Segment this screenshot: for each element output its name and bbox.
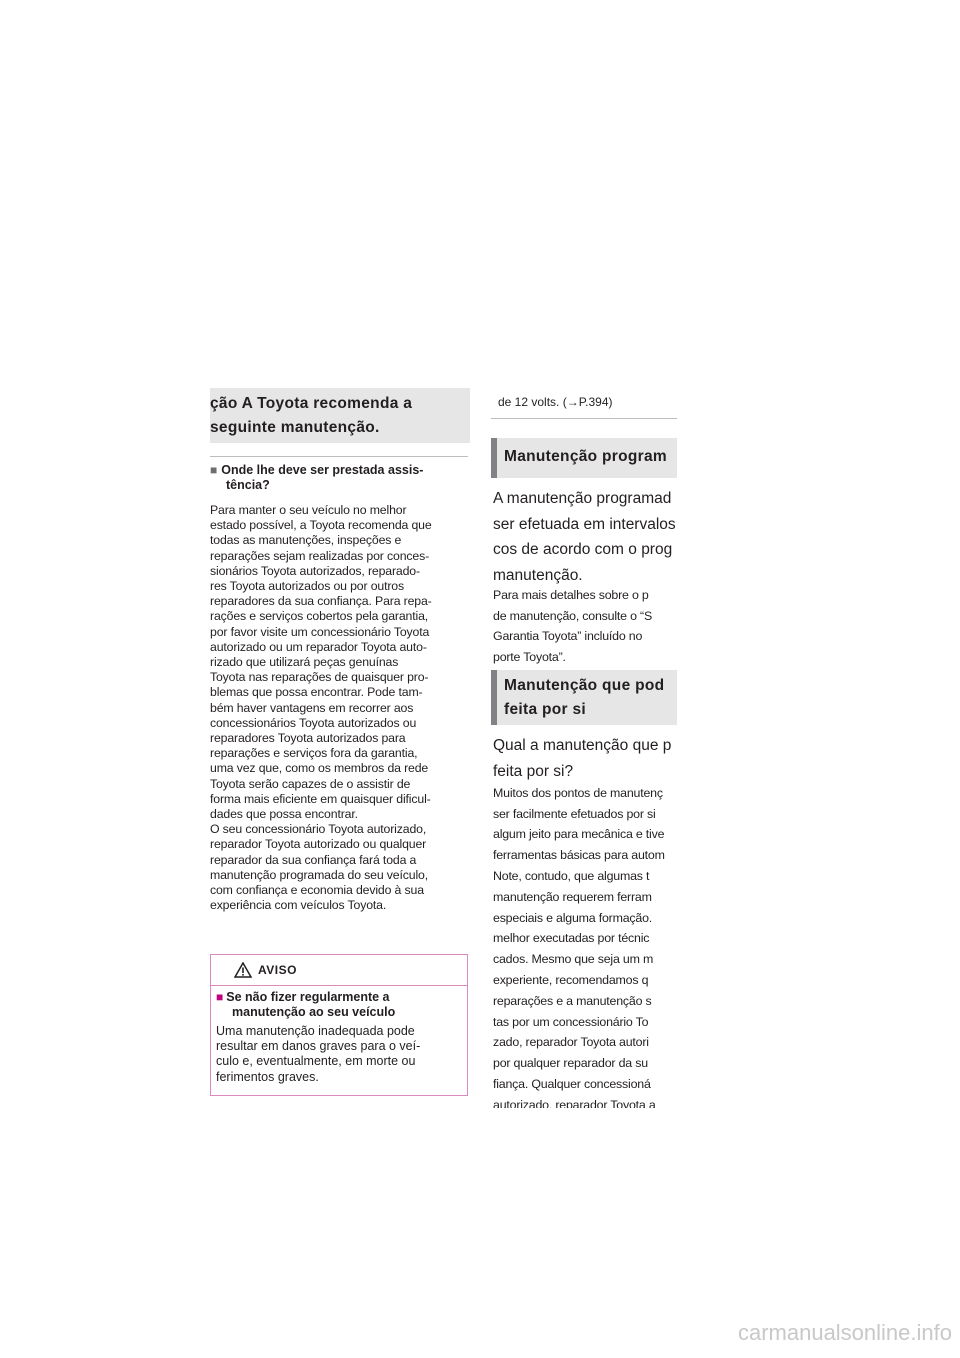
body-line: reparadores da sua confiança. Para repa- bbox=[210, 594, 432, 609]
warning-subheading: ■Se não fizer regularmente a manutenção … bbox=[216, 990, 464, 1020]
square-bullet-icon: ■ bbox=[210, 463, 218, 477]
lead-line: ser efetuada em intervalos bbox=[493, 515, 676, 533]
subheading-line-1: Onde lhe deve ser prestada assis- bbox=[221, 463, 424, 477]
reference-line: de 12 volts. (→P.394) bbox=[491, 388, 677, 419]
subheading-line-2: tência? bbox=[226, 478, 270, 492]
lead-line: A manutenção programad bbox=[493, 490, 672, 507]
detail-line: Para mais detalhes sobre o p bbox=[493, 588, 649, 602]
body-line: reparações sejam realizadas por conces- bbox=[210, 548, 430, 563]
divider bbox=[210, 456, 468, 457]
lead-line: feita por si? bbox=[493, 762, 574, 780]
body-line: Para manter o seu veículo no melhor bbox=[210, 503, 407, 517]
warning-body-line: Uma manutenção inadequada pode bbox=[216, 1024, 415, 1038]
body-line: reparações e serviços fora da garantia, bbox=[210, 746, 418, 761]
body-line: todas as manutenções, inspeções e bbox=[210, 533, 402, 548]
left-column: ção A Toyota recomenda a seguinte manute… bbox=[210, 388, 470, 443]
body-line: estado possível, a Toyota recomenda que bbox=[210, 518, 432, 533]
section-title-diy-line-2: feita por si bbox=[504, 701, 586, 718]
detail-line: tas por um concessionário To bbox=[493, 1014, 649, 1029]
warning-body-line: ferimentos graves. bbox=[216, 1069, 319, 1084]
warning-box: AVISO ■Se não fizer regularmente a manut… bbox=[210, 954, 468, 1096]
body-line: rações e serviços cobertos pela garantia… bbox=[210, 609, 429, 624]
body-line: sionários Toyota autorizados, reparado- bbox=[210, 563, 420, 578]
body-line: experiência com veículos Toyota. bbox=[210, 898, 387, 913]
body-line: rizado que utilizará peças genuínas bbox=[210, 655, 399, 670]
body-line: Toyota nas reparações de quaisquer pro- bbox=[210, 670, 429, 685]
body-line: com confiança e economia devido à sua bbox=[210, 883, 424, 898]
detail-line: autorizado, reparador Toyota a bbox=[493, 1097, 656, 1108]
body-line: forma mais eficiente em quaisquer dificu… bbox=[210, 791, 431, 806]
section-heading-scheduled: Manutenção program bbox=[491, 438, 677, 478]
section-heading-box: ção A Toyota recomenda a seguinte manute… bbox=[210, 388, 470, 443]
warning-body-line: culo e, eventualmente, em morte ou bbox=[216, 1054, 416, 1069]
body-line: blemas que possa encontrar. Pode tam- bbox=[210, 685, 423, 700]
detail-line: ferramentas básicas para autom bbox=[493, 847, 665, 862]
lead-line: manutenção. bbox=[493, 566, 583, 584]
warning-sub-line-2: manutenção ao seu veículo bbox=[232, 1005, 396, 1019]
body-line: O seu concessionário Toyota autorizado, bbox=[210, 822, 427, 837]
detail-line: ser facilmente efetuados por si bbox=[493, 806, 656, 821]
detail-line: porte Toyota”. bbox=[493, 649, 566, 664]
detail-line: melhor executadas por técnic bbox=[493, 931, 650, 946]
reference-text: de 12 volts. (→P.394) bbox=[498, 395, 613, 409]
detail-line: algum jeito para mecânica e tive bbox=[493, 827, 665, 841]
body-line: reparador da sua confiança fará toda a bbox=[210, 852, 417, 867]
body-line: concessionários Toyota autorizados ou bbox=[210, 715, 417, 730]
detail-line: manutenção requerem ferram bbox=[493, 889, 652, 904]
detail-line: experiente, recomendamos q bbox=[493, 973, 649, 987]
section-title-diy-line-1: Manutenção que pod bbox=[504, 677, 665, 694]
reference-prefix: de 12 volts. ( bbox=[498, 395, 567, 409]
detail-line: reparações e a manutenção s bbox=[493, 993, 652, 1008]
body-line: por favor visite um concessionário Toyot… bbox=[210, 624, 430, 639]
detail-line: Muitos dos pontos de manutenç bbox=[493, 786, 663, 800]
detail-line: de manutenção, consulte o “S bbox=[493, 608, 653, 623]
arrow-icon: → bbox=[566, 395, 579, 409]
detail-line: zado, reparador Toyota autori bbox=[493, 1035, 649, 1050]
right-column: de 12 volts. (→P.394) Manutenção program… bbox=[491, 388, 677, 1108]
body-line: reparador Toyota autorizado ou qualquer bbox=[210, 837, 427, 852]
body-line: dades que possa encontrar. bbox=[210, 807, 358, 822]
lead-line: Qual a manutenção que p bbox=[493, 737, 672, 754]
detail-line: Garantia Toyota” incluído no bbox=[493, 629, 643, 643]
warning-label: AVISO bbox=[258, 963, 297, 977]
subheading-assistance: ■Onde lhe deve ser prestada assis- tênci… bbox=[210, 463, 470, 493]
section-heading: ção A Toyota recomenda a seguinte manute… bbox=[210, 395, 413, 436]
warning-sub-line-1: Se não fizer regularmente a bbox=[226, 990, 390, 1004]
detail-line: fiança. Qualquer concessioná bbox=[493, 1077, 651, 1091]
section-title-scheduled: Manutenção program bbox=[504, 448, 668, 465]
section-heading-diy: Manutenção que pod feita por si bbox=[491, 670, 677, 725]
body-line: res Toyota autorizados ou por outros bbox=[210, 579, 404, 594]
lead-line: cos de acordo com o prog bbox=[493, 541, 673, 558]
detail-line: Note, contudo, que algumas t bbox=[493, 869, 650, 883]
body-line: autorizado ou um reparador Toyota auto- bbox=[210, 639, 427, 654]
body-line: manutenção programada do seu veículo, bbox=[210, 867, 428, 882]
warning-triangle-icon bbox=[234, 962, 252, 978]
watermark: carmanualsonline.info bbox=[737, 1320, 952, 1345]
detail-line: por qualquer reparador da su bbox=[493, 1056, 648, 1071]
warning-body-line: resultar em danos graves para o veí- bbox=[216, 1039, 421, 1054]
square-bullet-icon: ■ bbox=[216, 990, 224, 1004]
body-line: uma vez que, como os membros da rede bbox=[210, 761, 429, 776]
detail-line: especiais e alguma formação. bbox=[493, 910, 653, 925]
warning-header: AVISO bbox=[211, 955, 467, 986]
body-line: Toyota serão capazes de o assistir de bbox=[210, 776, 411, 791]
page-reference-link[interactable]: P.394) bbox=[578, 395, 613, 409]
body-line: bém haver vantagens em recorrer aos bbox=[210, 700, 414, 715]
detail-line: cados. Mesmo que seja um m bbox=[493, 952, 654, 967]
body-line: reparadores Toyota autorizados para bbox=[210, 731, 406, 746]
